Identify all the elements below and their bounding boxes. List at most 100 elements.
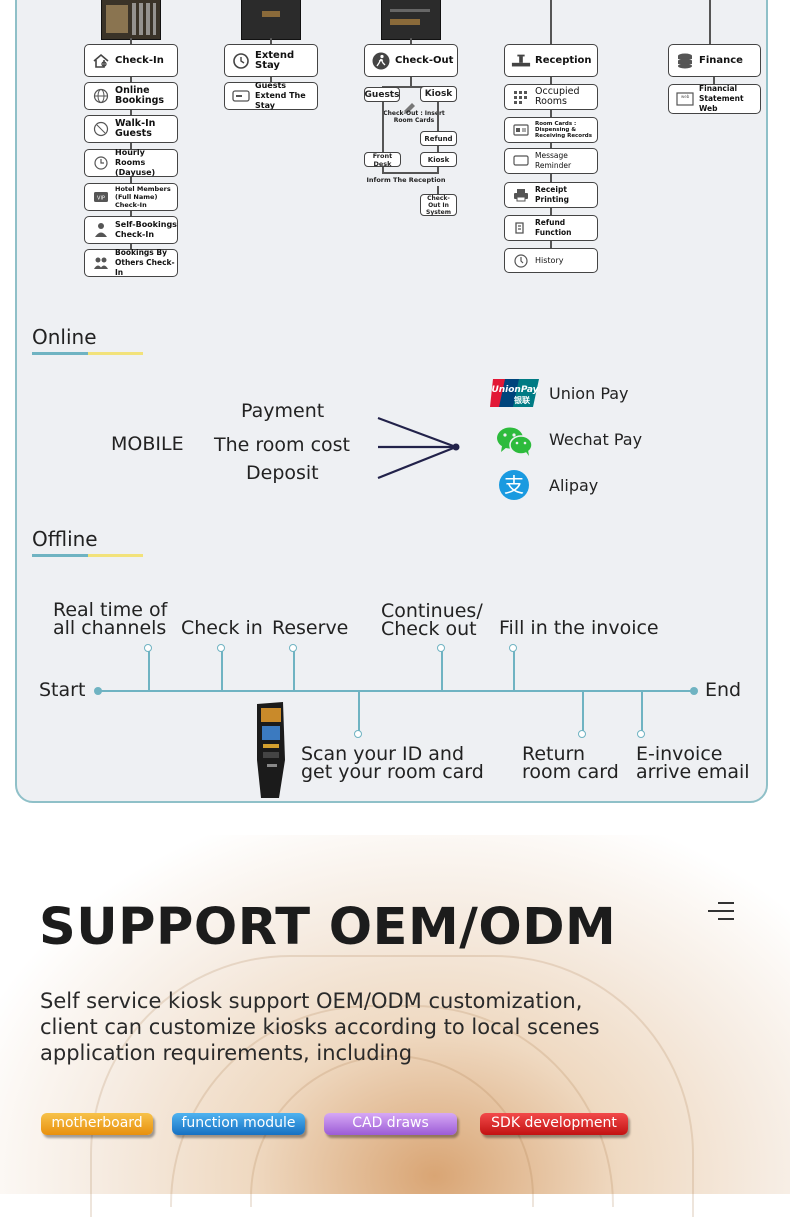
connector [437,102,439,131]
checkin-item-hourly[interactable]: Hourly Rooms (Dayuse) [84,148,178,177]
oem-description-line: application requirements, including [40,1041,413,1065]
printer-icon [511,185,531,205]
connector [130,244,132,249]
extend-item-label: Guests Extend The Stay [255,81,306,110]
reception-item-label: Refund Function [535,218,572,237]
svg-text:VIP: VIP [97,196,105,202]
kiosk-machine-icon [257,702,285,798]
reception-desk-icon [511,51,531,71]
checkout-kiosk2-box[interactable]: Kiosk [420,152,457,167]
vip-card-icon: VIP [91,187,111,207]
connector [550,241,552,248]
reception-header-box[interactable]: Reception [504,44,598,77]
checkout-kiosk-box[interactable]: Kiosk [420,86,457,102]
reception-item-label: Room Cards : Dispensing & Receiving Reco… [535,121,593,139]
checkin-item-online-bookings[interactable]: Online Bookings [84,82,178,110]
checkin-item-label: Hotel Members (Full Name) Check-In [115,185,171,209]
checkin-item-bookings-by-others[interactable]: Bookings By Others Check-In [84,248,178,277]
mobile-label: MOBILE [111,433,184,455]
timeline-stem [293,651,295,690]
timeline-stem [441,651,443,690]
connector [130,143,132,149]
checkout-inform-note: Inform The Reception [366,176,446,184]
checkout-in-system-box[interactable]: Check-Out In System [420,194,457,216]
extend-header-box[interactable]: Extend Stay [224,44,318,77]
people-icon [91,253,111,273]
offline-underline-yellow [88,554,143,557]
timeline-stem [513,651,515,690]
id-card-icon [511,120,531,140]
timeline-node [217,644,225,652]
checkin-screen-thumbnail [101,0,161,40]
timeline-node [354,730,362,738]
reception-item-label: Message Reminder [535,151,572,170]
connector [130,211,132,216]
unionpay-logo-text: UnionPay [491,385,539,395]
timeline-start-dot [94,687,102,695]
reception-item-refund[interactable]: Refund Function [504,215,598,241]
reception-item-label: History [535,255,564,265]
pill-sdk-development[interactable]: SDK development [480,1113,628,1135]
message-icon [511,151,531,171]
timeline-node [509,644,517,652]
checkin-item-walk-in[interactable]: Walk-In Guests [84,115,178,143]
connector [410,77,412,87]
checkout-header-box[interactable]: Check-Out [364,44,458,77]
extend-item-guests[interactable]: Guests Extend The Stay [224,81,318,110]
checkin-item-label: Bookings By Others Check-In [115,248,175,277]
card-insert-icon [402,98,416,117]
reception-item-message[interactable]: Message Reminder [504,148,598,174]
checkin-item-label: Self-Bookings Check-In [115,220,177,239]
timeline-node [437,644,445,652]
connector [437,167,439,173]
online-title: Online [32,325,97,349]
timeline-node [289,644,297,652]
oem-description-line: client can customize kiosks according to… [40,1015,600,1039]
person-icon [91,220,111,240]
oem-title: SUPPORT OEM/ODM [39,898,617,957]
wechat-label: Wechat Pay [549,430,643,449]
connector [130,38,132,44]
reception-item-room-cards[interactable]: Room Cards : Dispensing & Receiving Reco… [504,117,598,143]
payment-line-3: Deposit [246,462,319,484]
finance-item-statement[interactable]: web Financial Statement Web [668,84,761,114]
connector [382,102,384,152]
refund-icon [511,218,531,238]
timeline-label-scan-id: Scan your ID and get your room card [301,743,484,783]
grid-icon [511,87,531,107]
reception-item-receipt[interactable]: Receipt Printing [504,182,598,208]
checkin-header-box[interactable]: Check-In [84,44,178,77]
connector [130,110,132,115]
unionpay-logo-sub: 银联 [513,395,530,405]
connector [713,77,715,84]
reception-item-history[interactable]: History [504,248,598,273]
reception-item-occupied[interactable]: Occupied Rooms [504,84,598,110]
pill-cad-draws[interactable]: CAD draws [324,1113,457,1135]
timeline-stem [641,691,643,731]
timeline-node [637,730,645,738]
connector [437,186,439,194]
connector [709,0,711,44]
pill-motherboard[interactable]: motherboard [41,1113,153,1135]
checkin-item-self-bookings[interactable]: Self-Bookings Check-In [84,216,178,244]
checkout-front-desk-box[interactable]: Front Desk [364,152,401,168]
checkout-refund-box[interactable]: Refund [420,131,457,146]
connector [270,77,272,82]
finance-header-box[interactable]: Finance [668,44,761,77]
timeline-stem [221,651,223,690]
connector [550,0,552,44]
connector [270,38,272,44]
checkin-item-members[interactable]: VIP Hotel Members (Full Name) Check-In [84,183,178,211]
pill-function-module[interactable]: function module [172,1113,305,1135]
timeline-stem [358,691,360,731]
menu-icon[interactable] [708,902,734,920]
payment-line-2: The room cost [214,434,350,456]
timeline-label-invoice: Fill in the invoice [499,617,659,639]
checkout-guests-box[interactable]: Guests [364,87,400,102]
connector [410,38,412,44]
checkin-item-label: Walk-In Guests [115,118,156,139]
walking-person-icon [371,51,391,71]
alipay-label: Alipay [549,476,599,495]
finance-header-label: Finance [699,54,743,66]
connector [550,110,552,117]
